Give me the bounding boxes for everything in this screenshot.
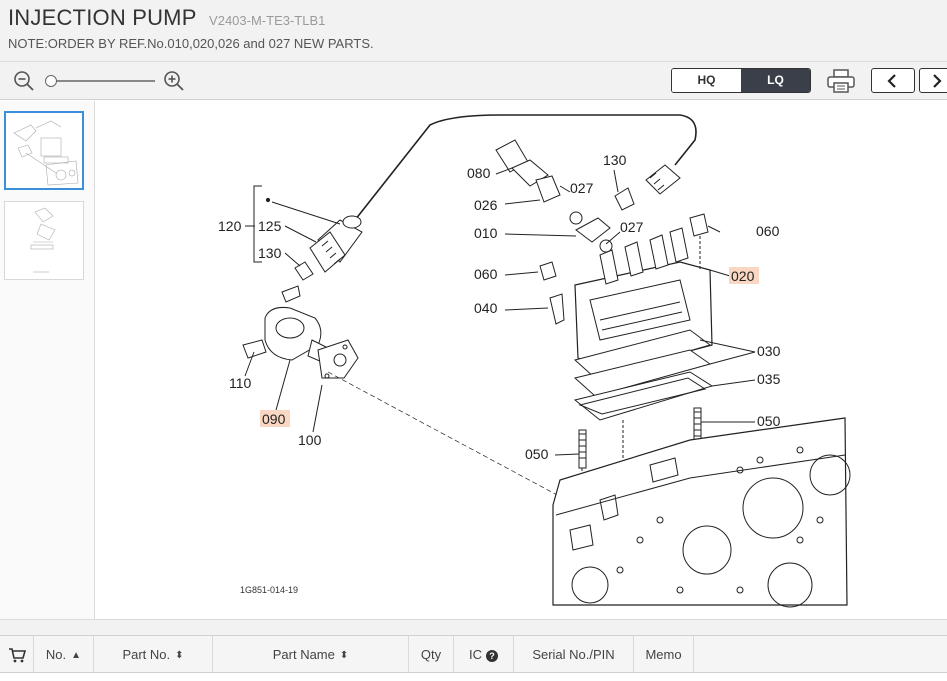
exploded-view-drawing: 080 130 027 026 010 027 060 020 060 040 … (218, 114, 851, 608)
cart-icon (8, 648, 26, 663)
thumbnail-panel (0, 101, 95, 619)
sort-both-icon: ⬍ (175, 650, 184, 661)
sort-both-icon: ⬍ (339, 650, 349, 661)
thumbnail-page-2[interactable] (4, 201, 84, 280)
next-page-button[interactable] (919, 68, 947, 93)
th-ic: IC? (454, 636, 514, 673)
th-memo-label: Memo (645, 647, 682, 662)
th-no-label: No. (45, 647, 67, 662)
callout-026[interactable]: 026 (474, 197, 498, 213)
th-no[interactable]: No. ▲ (34, 636, 94, 673)
zoom-slider-thumb[interactable] (45, 75, 57, 87)
table-body-top (0, 673, 947, 681)
page-title: INJECTION PUMP (8, 5, 197, 30)
thumbnail-diagram-1 (13, 120, 79, 186)
lq-button[interactable]: LQ (741, 69, 810, 92)
th-part-no-label: Part No. (122, 647, 171, 662)
previous-page-button[interactable] (871, 68, 915, 93)
model-code: V2403-M-TE3-TLB1 (209, 13, 326, 28)
callout-027-top[interactable]: 027 (570, 180, 594, 196)
callout-highlight-090 (260, 410, 290, 427)
parts-table-header: No. ▲ Part No. ⬍ Part Name ⬍ Qty IC? Serial… (0, 635, 947, 673)
th-qty-label: Qty (420, 647, 442, 662)
th-part-no[interactable]: Part No. ⬍ (94, 636, 213, 673)
th-cart (0, 636, 34, 673)
help-circle-icon[interactable]: ? (486, 650, 498, 662)
chevron-left-icon (887, 74, 896, 88)
callout-090[interactable]: 090 (262, 411, 286, 427)
zoom-out-icon[interactable] (13, 70, 35, 92)
callout-027-bottom[interactable]: 027 (620, 219, 644, 235)
callout-040[interactable]: 040 (474, 300, 498, 316)
thumbnail-page-1[interactable] (4, 111, 84, 190)
zoom-slider[interactable] (45, 74, 155, 88)
th-part-name-label: Part Name (272, 647, 335, 662)
callout-100[interactable]: 100 (298, 432, 322, 448)
callout-125[interactable]: 125 (258, 218, 282, 234)
callout-050-right[interactable]: 050 (757, 413, 781, 429)
page-header: INJECTION PUMP V2403-M-TE3-TLB1 NOTE:ORD… (0, 0, 947, 62)
callout-010[interactable]: 010 (474, 225, 498, 241)
callout-035[interactable]: 035 (757, 371, 781, 387)
callout-060-right[interactable]: 060 (756, 223, 780, 239)
callout-060-left[interactable]: 060 (474, 266, 498, 282)
callout-120[interactable]: 120 (218, 218, 242, 234)
th-part-name[interactable]: Part Name ⬍ (213, 636, 409, 673)
callout-130-top[interactable]: 130 (603, 152, 627, 168)
quality-toggle: HQ LQ (671, 68, 811, 93)
callout-050-left[interactable]: 050 (525, 446, 549, 462)
th-serial: Serial No./PIN (514, 636, 634, 673)
callout-130-left[interactable]: 130 (258, 245, 282, 261)
th-memo: Memo (634, 636, 694, 673)
hq-button[interactable]: HQ (672, 69, 741, 92)
thumbnail-diagram-2 (30, 207, 56, 273)
panel-divider[interactable] (0, 619, 947, 635)
zoom-slider-track (51, 80, 155, 82)
callout-110[interactable]: 110 (229, 375, 252, 391)
callout-030[interactable]: 030 (757, 343, 781, 359)
callout-020[interactable]: 020 (731, 268, 755, 284)
chevron-right-icon (933, 74, 942, 88)
order-note: NOTE:ORDER BY REF.No.010,020,026 and 027… (8, 36, 374, 51)
th-serial-label: Serial No./PIN (532, 647, 615, 662)
parts-diagram[interactable]: 080 130 027 026 010 027 060 020 060 040 … (96, 101, 947, 619)
sort-asc-icon: ▲ (71, 650, 82, 661)
th-qty: Qty (409, 636, 454, 673)
zoom-in-icon[interactable] (163, 70, 185, 92)
callout-highlight-020 (729, 267, 759, 284)
figure-code: 1G851-014-19 (240, 585, 298, 595)
th-ic-label: IC (469, 647, 482, 662)
printer-icon[interactable] (826, 68, 856, 94)
callout-080[interactable]: 080 (467, 165, 491, 181)
title-row: INJECTION PUMP V2403-M-TE3-TLB1 (8, 5, 325, 31)
